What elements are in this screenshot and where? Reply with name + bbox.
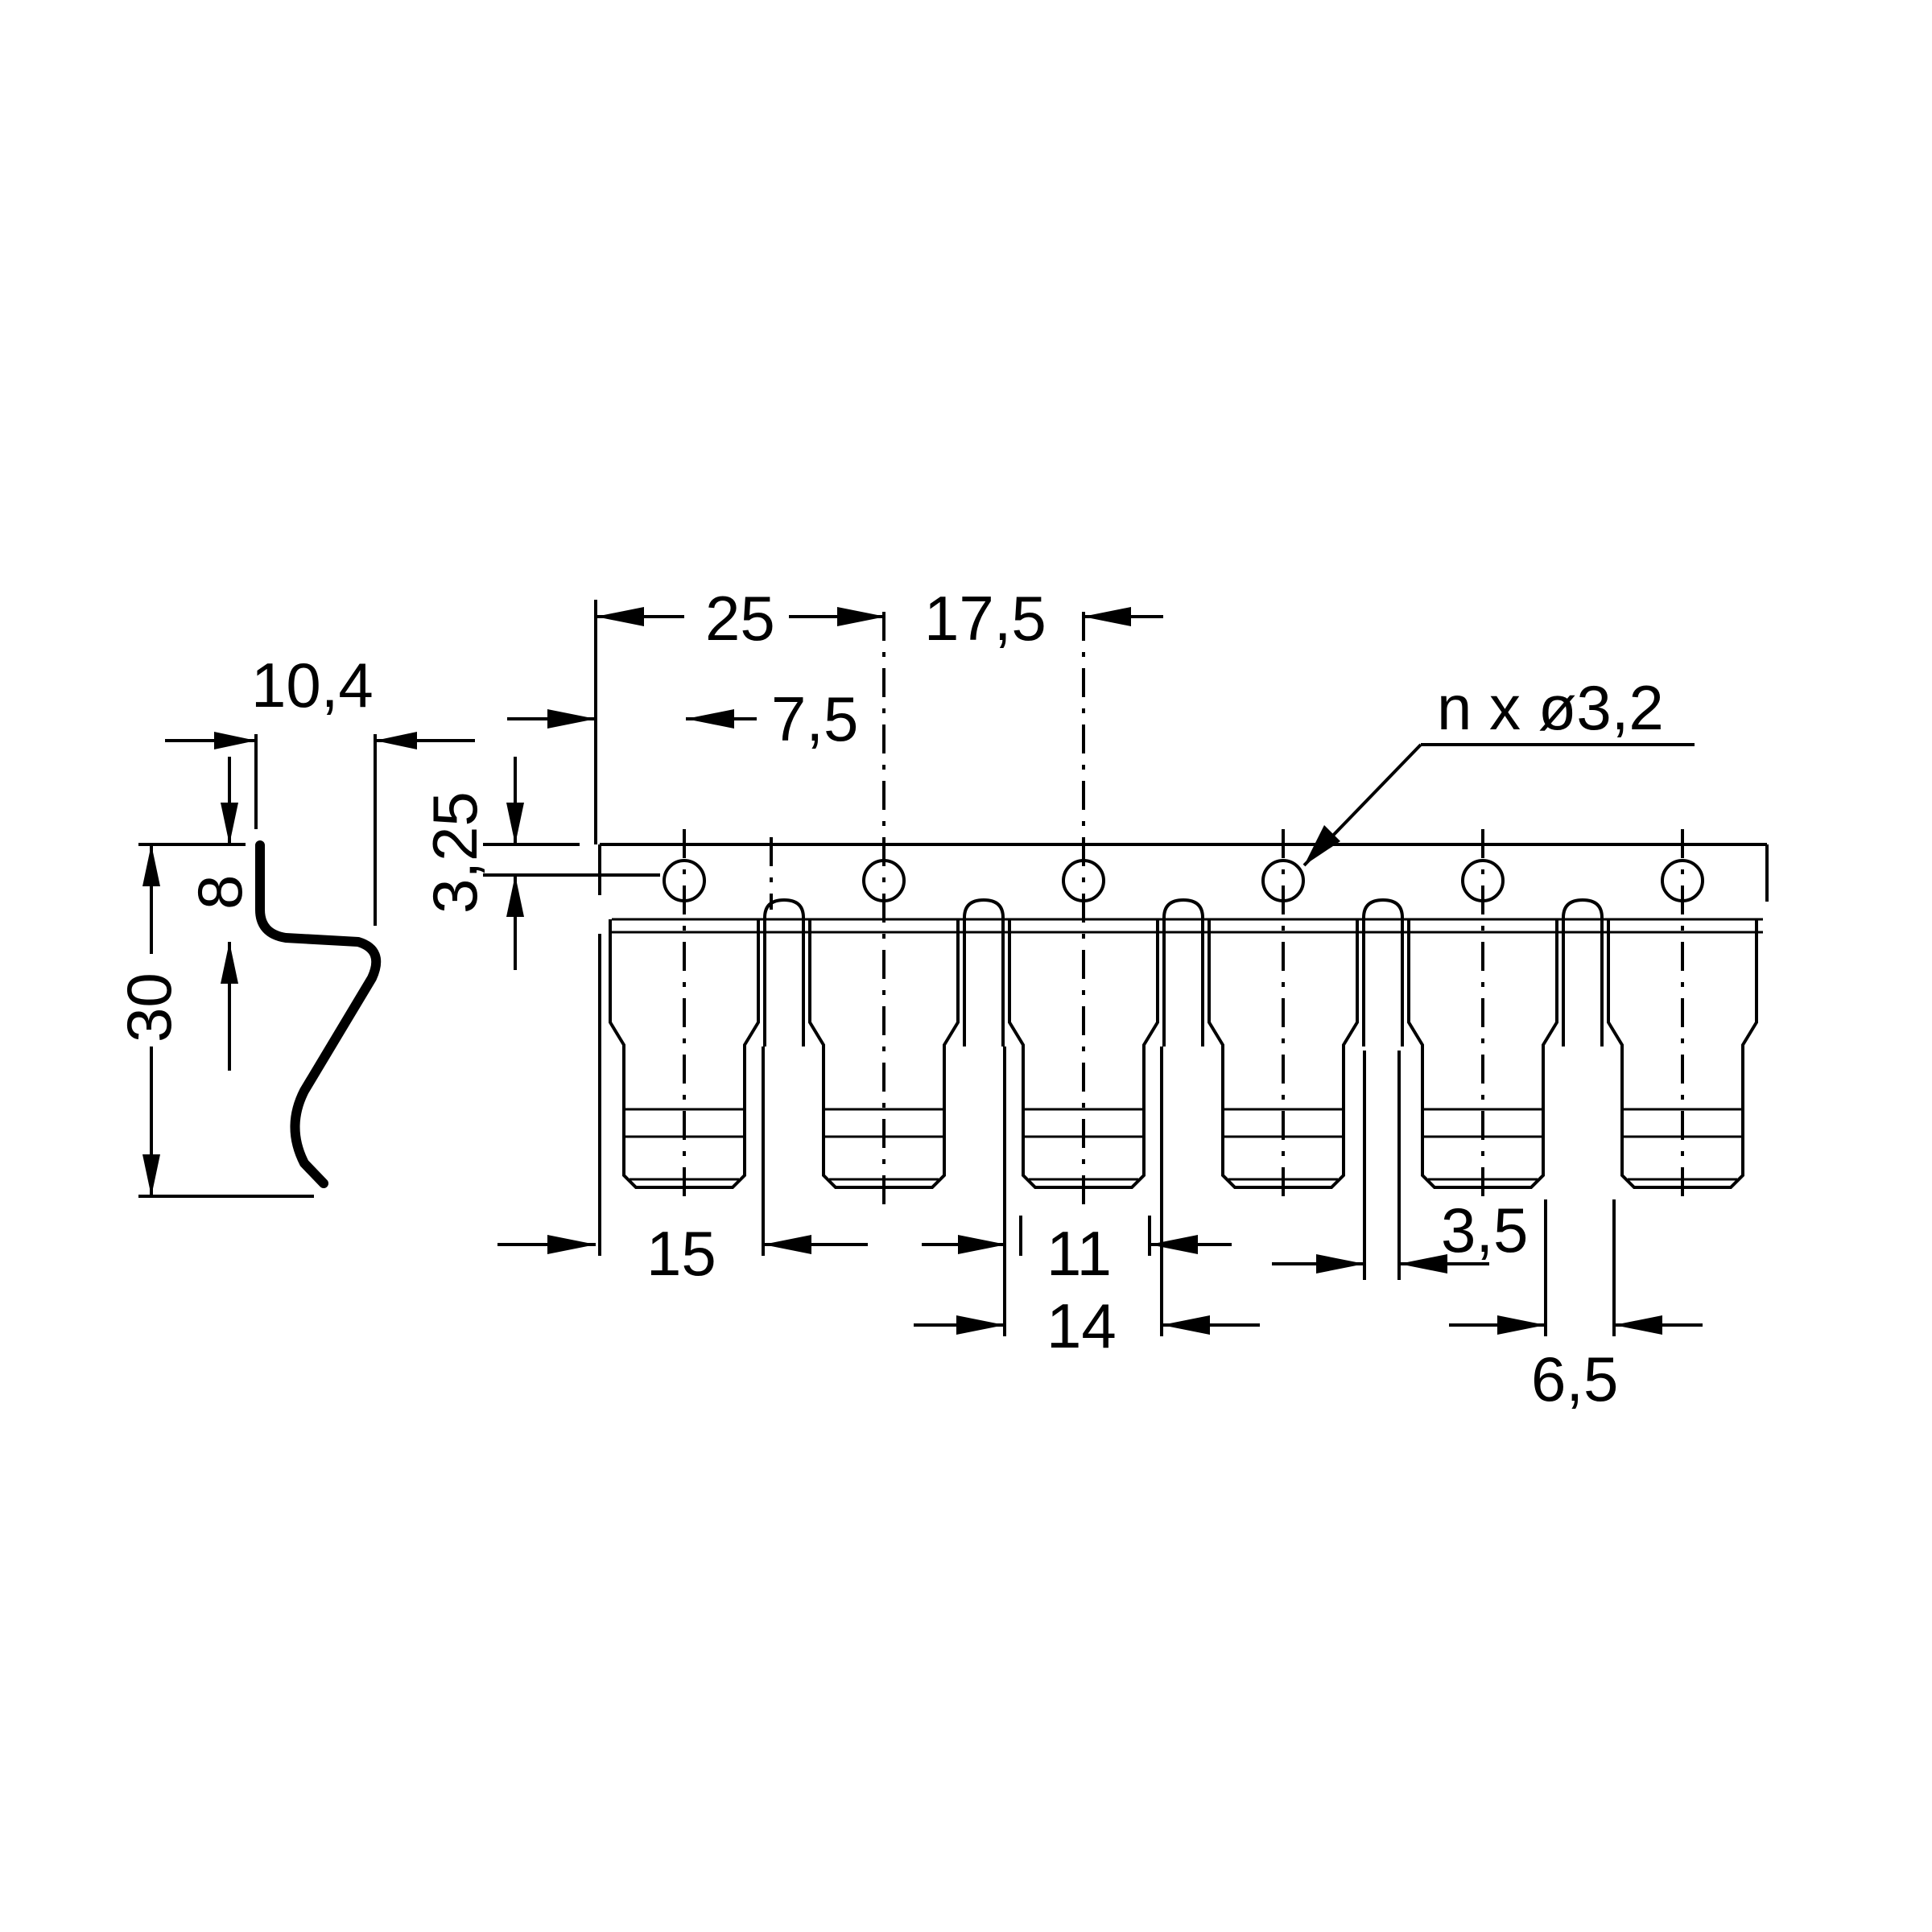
terminal-slot (1162, 898, 1204, 1046)
dim-3-5: 3,5 (1441, 1195, 1528, 1265)
terminal-slot (963, 898, 1005, 1046)
dim-11: 11 (1046, 1218, 1112, 1289)
terminal-slot (1562, 898, 1604, 1046)
dim-30: 30 (114, 972, 184, 1042)
dim-6-5: 6,5 (1531, 1344, 1618, 1414)
terminal-slot (1362, 898, 1404, 1046)
dim-17-5: 17,5 (924, 583, 1046, 654)
side-profile: 10,4 8 30 (114, 650, 475, 1198)
terminal-slots (763, 898, 1604, 1046)
terminal-strip (598, 612, 1769, 1256)
dim-25: 25 (705, 583, 775, 654)
profile-outline (255, 840, 382, 1188)
dim-10-4: 10,4 (251, 650, 374, 720)
dim-3-25: 3,25 (419, 791, 490, 914)
dim-7-5: 7,5 (771, 683, 858, 754)
terminal-lugs (609, 919, 1758, 1189)
mounting-holes (663, 612, 1704, 1208)
top-dimensions: 25 17,5 7,5 n x ø3,2 3,25 (419, 580, 1695, 970)
dim-14: 14 (1046, 1290, 1117, 1361)
dim-15: 15 (646, 1218, 716, 1289)
bottom-dimensions: 15 11 14 3,5 6,5 (497, 1046, 1703, 1414)
dim-8: 8 (184, 875, 255, 910)
terminal-slot (763, 898, 805, 1046)
dim-hole-callout: n x ø3,2 (1437, 672, 1664, 743)
